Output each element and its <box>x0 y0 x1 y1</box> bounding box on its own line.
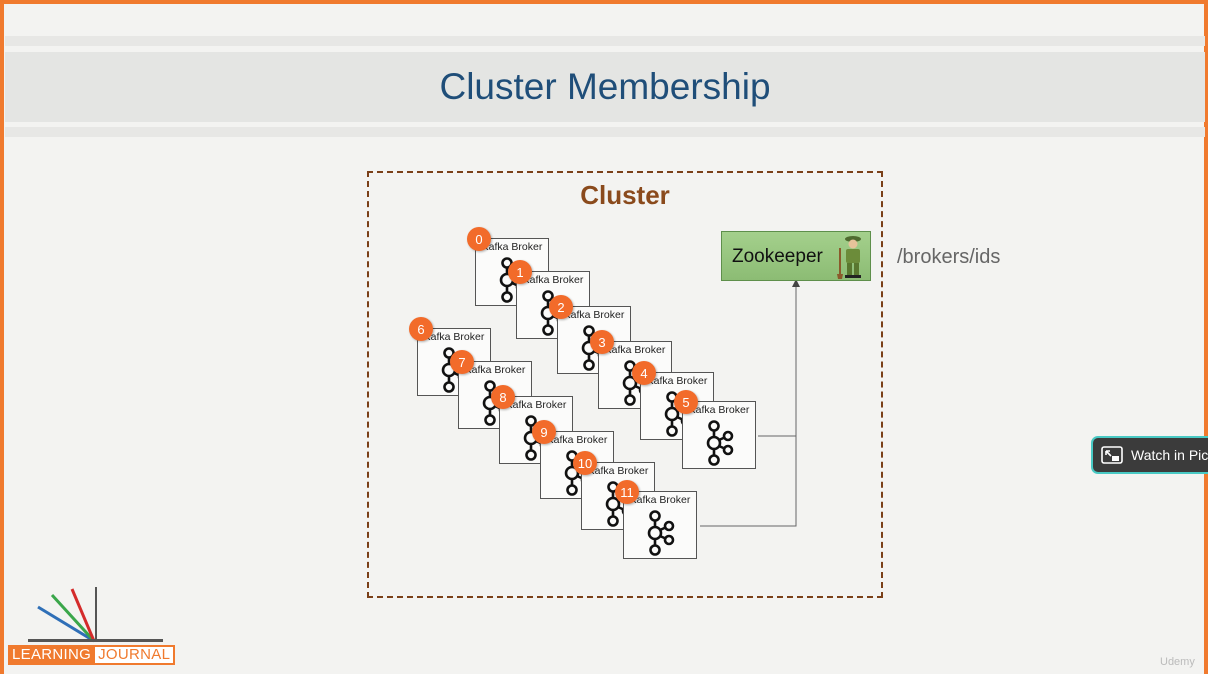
broker-id-badge: 2 <box>549 295 573 319</box>
kafka-broker-card: Kafka Broker <box>682 401 756 469</box>
learning-journal-logo <box>28 587 163 643</box>
broker-label: Kafka Broker <box>604 344 666 356</box>
pip-icon <box>1101 446 1123 464</box>
zookeeper-path: /brokers/ids <box>897 246 1001 268</box>
broker-label: Kafka Broker <box>587 465 649 477</box>
pip-label: Watch in Pic <box>1131 447 1208 463</box>
kafka-logo-icon <box>706 420 734 466</box>
logo-wordmark: LEARNING JOURNAL <box>8 645 176 665</box>
broker-id-badge: 0 <box>467 227 491 251</box>
zookeeper-label: Zookeeper <box>732 246 823 267</box>
logo-word-journal: JOURNAL <box>95 645 176 665</box>
broker-id-badge: 10 <box>573 451 597 475</box>
broker-id-badge: 8 <box>491 385 515 409</box>
picture-in-picture-button[interactable]: Watch in Pic <box>1091 436 1208 474</box>
broker-id-badge: 4 <box>632 361 656 385</box>
bottom-band <box>5 127 1205 137</box>
broker-id-badge: 9 <box>532 420 556 444</box>
zookeeper-keeper-icon <box>837 236 861 279</box>
cluster-boundary <box>367 171 883 598</box>
slide-title: Cluster Membership <box>5 52 1205 122</box>
broker-label: Kafka Broker <box>563 309 625 321</box>
broker-label: Kafka Broker <box>481 241 543 253</box>
udemy-watermark: Udemy <box>1160 656 1195 668</box>
broker-label: Kafka Broker <box>505 399 567 411</box>
zookeeper-box: Zookeeper <box>721 231 871 281</box>
kafka-logo-icon <box>647 510 675 556</box>
broker-id-badge: 1 <box>508 260 532 284</box>
broker-id-badge: 11 <box>615 480 639 504</box>
broker-label: Kafka Broker <box>464 364 526 376</box>
broker-id-badge: 3 <box>590 330 614 354</box>
broker-label: Kafka Broker <box>646 375 708 387</box>
broker-id-badge: 7 <box>450 350 474 374</box>
broker-label: Kafka Broker <box>423 331 485 343</box>
cluster-label: Cluster <box>580 180 670 210</box>
broker-id-badge: 6 <box>409 317 433 341</box>
broker-label: Kafka Broker <box>522 274 584 286</box>
broker-label: Kafka Broker <box>629 494 691 506</box>
kafka-broker-card: Kafka Broker <box>623 491 697 559</box>
top-band <box>5 36 1205 46</box>
broker-label: Kafka Broker <box>688 404 750 416</box>
logo-word-learning: LEARNING <box>8 645 96 665</box>
broker-id-badge: 5 <box>674 390 698 414</box>
broker-label: Kafka Broker <box>546 434 608 446</box>
